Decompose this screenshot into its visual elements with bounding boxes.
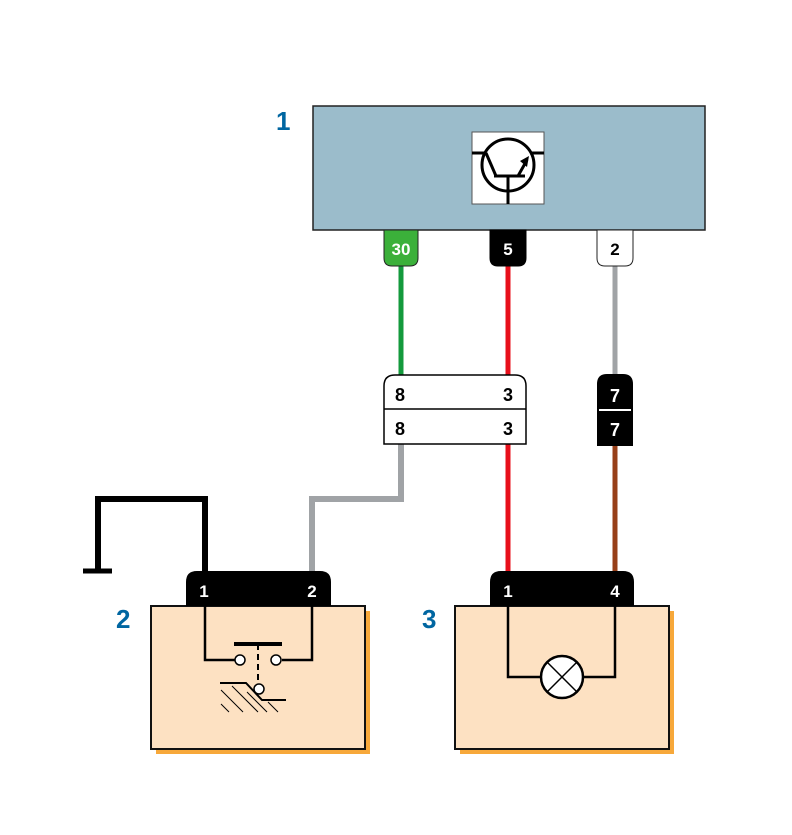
contact-switch-icon — [203, 606, 314, 713]
module-number-label: 1 — [276, 106, 290, 136]
inline-top-label: 7 — [610, 386, 620, 406]
pin-30-label: 30 — [392, 240, 411, 259]
wire-grey-lower[interactable] — [309, 444, 404, 572]
lamp-number-label: 3 — [422, 604, 436, 634]
connector-inline[interactable]: 7 7 — [597, 374, 633, 446]
pin-5[interactable]: 5 — [489, 229, 527, 267]
switch-pin-1: 1 — [199, 582, 208, 601]
splice-bottom-right: 3 — [503, 419, 513, 439]
splice-bottom-left: 8 — [395, 419, 405, 439]
lamp-pin-4: 4 — [610, 582, 620, 601]
switch-connector[interactable] — [186, 571, 331, 606]
lamp-icon — [506, 606, 617, 700]
inline-bottom-label: 7 — [610, 420, 620, 440]
pin-30[interactable]: 30 — [383, 229, 419, 267]
transistor-icon — [471, 131, 545, 205]
pin-2-label: 2 — [610, 240, 619, 259]
wire-ground[interactable] — [95, 496, 208, 572]
splice-top-left: 8 — [395, 385, 405, 405]
pin-2[interactable]: 2 — [596, 229, 634, 267]
splice-top-right: 3 — [503, 385, 513, 405]
connector-splice[interactable]: 8 3 8 3 — [383, 374, 527, 445]
switch-pin-2: 2 — [307, 582, 316, 601]
lamp-pin-1: 1 — [503, 582, 512, 601]
pin-5-label: 5 — [503, 240, 512, 259]
switch-number-label: 2 — [116, 604, 130, 634]
lamp-connector[interactable] — [490, 571, 634, 606]
